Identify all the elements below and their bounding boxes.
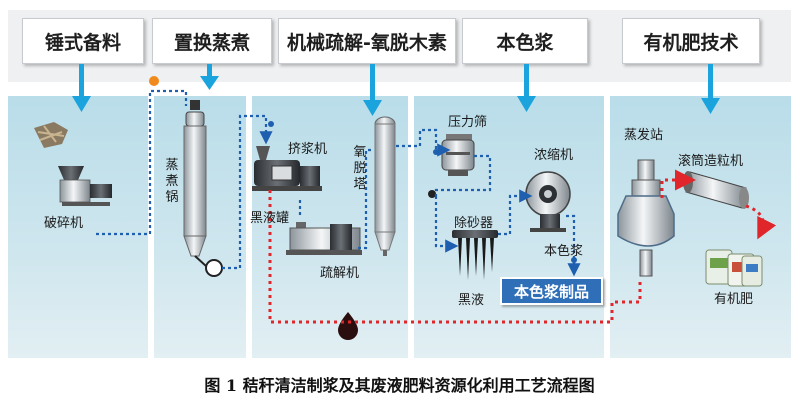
- stage-hammer-prep: 锤式备料: [22, 18, 144, 64]
- evaporator-icon: [617, 159, 675, 277]
- stage-displacement-cooking: 置换蒸煮: [152, 18, 272, 64]
- valve-icon: [571, 257, 577, 263]
- digester-icon: [183, 100, 223, 277]
- stage-label: 本色浆: [496, 31, 554, 54]
- desander-icon: [452, 230, 498, 280]
- panel-divider: [408, 96, 414, 358]
- organic-fertilizer-label: 有机肥: [714, 292, 754, 307]
- evaporation-station-label: 蒸发站: [624, 128, 664, 143]
- stage-label: 有机肥技术: [643, 31, 739, 54]
- drum-granulator-label: 滚筒造粒机: [678, 154, 744, 169]
- stage-label: 置换蒸煮: [173, 31, 250, 54]
- black-liquor-drop-icon: [338, 312, 358, 340]
- black-liquor-label: 黑液: [458, 293, 485, 308]
- fertilizer-bag-icon: [705, 249, 763, 287]
- stage-unbleached-pulp: 本色浆: [462, 18, 588, 64]
- pressure-screen-label: 压力筛: [448, 115, 488, 130]
- feed-start-dot-icon: [149, 76, 159, 86]
- valve-icon: [268, 121, 274, 127]
- black-liquor-flow-lines: [268, 169, 777, 324]
- defibrator-icon: [286, 222, 362, 255]
- figure-caption: 图 1 秸秆清洁制浆及其废液肥料资源化利用工艺流程图: [204, 376, 595, 395]
- oxygen-tower-label: 氧脱塔: [353, 145, 367, 192]
- desander-label: 除砂器: [454, 216, 494, 231]
- extruder-label: 挤浆机: [288, 142, 328, 157]
- stage-arrow-icons: [72, 64, 720, 116]
- thickener-icon: [525, 171, 571, 232]
- digester-label: 蒸煮锅: [165, 158, 179, 205]
- oxygen-tower-icon: [374, 116, 396, 256]
- unbleached-pulp-label: 本色浆: [544, 244, 584, 259]
- crusher-icon: [34, 122, 112, 206]
- stage-label: 机械疏解-氧脱木素: [287, 31, 447, 54]
- defibrator-label: 疏解机: [320, 266, 360, 281]
- pressure-screen-icon: [441, 134, 475, 176]
- black-liquor-tank-label: 黑液罐: [250, 211, 290, 226]
- crusher-label: 破碎机: [44, 216, 84, 231]
- stage-organic-fertilizer: 有机肥技术: [622, 18, 760, 64]
- panel-divider: [604, 96, 610, 358]
- thickener-label: 浓缩机: [534, 148, 574, 163]
- panel-divider: [246, 96, 252, 358]
- pulp-product-badge: 本色浆制品: [500, 277, 603, 305]
- pulp-flow-lines: [96, 89, 581, 277]
- stage-label: 锤式备料: [44, 31, 121, 54]
- drum-granulator-icon: [683, 171, 749, 209]
- stage-mechanical-oxygen-delignification: 机械疏解-氧脱木素: [278, 18, 456, 64]
- valve-icon: [428, 190, 436, 198]
- extruder-icon: [252, 146, 322, 191]
